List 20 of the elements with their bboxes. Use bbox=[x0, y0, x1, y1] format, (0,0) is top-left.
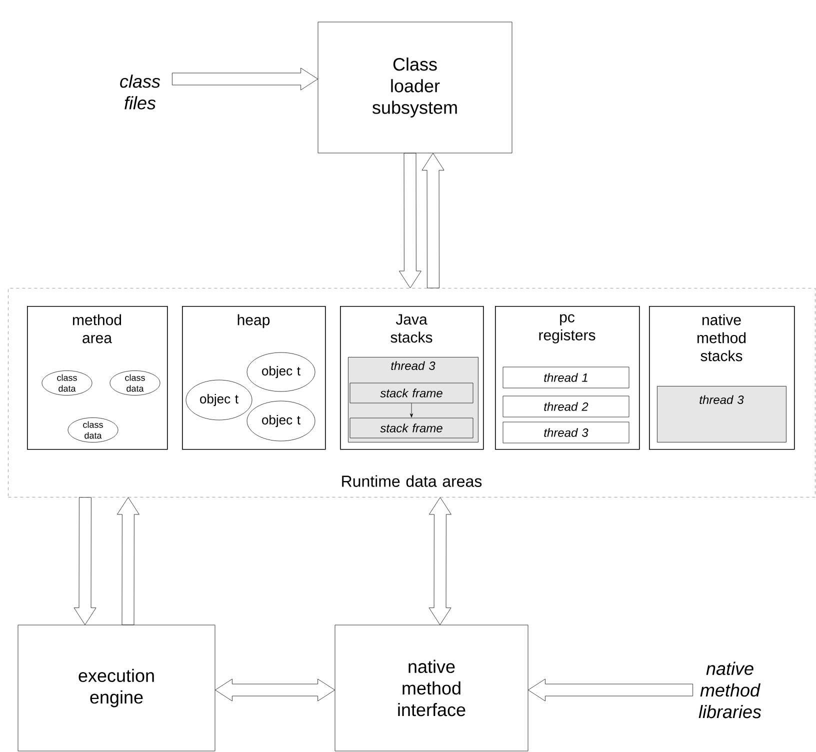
block-arrow bbox=[172, 68, 318, 90]
block-arrow bbox=[215, 678, 335, 702]
block-arrow bbox=[428, 497, 452, 625]
interface-box: native method interface bbox=[334, 624, 528, 752]
stack-frame-box: stack frame bbox=[350, 382, 474, 404]
text-label: native method libraries bbox=[698, 662, 762, 718]
engine-box: execution engine bbox=[18, 624, 216, 752]
block-arrow bbox=[422, 153, 444, 288]
register-slot: thread 2 bbox=[502, 396, 630, 418]
block-arrow bbox=[528, 678, 693, 702]
register-slot: thread 3 bbox=[502, 422, 630, 444]
subsystem-box: Class loader subsystem bbox=[318, 22, 512, 154]
block-arrow bbox=[398, 153, 422, 288]
block-arrow bbox=[116, 497, 140, 626]
block-arrow bbox=[74, 497, 96, 625]
register-slot: thread 1 bbox=[502, 366, 630, 388]
stack-frame-box: stack frame bbox=[350, 418, 474, 438]
arrow bbox=[410, 403, 414, 418]
text-label: class files bbox=[120, 74, 160, 110]
thread-stack-box: thread 3 bbox=[657, 386, 786, 442]
